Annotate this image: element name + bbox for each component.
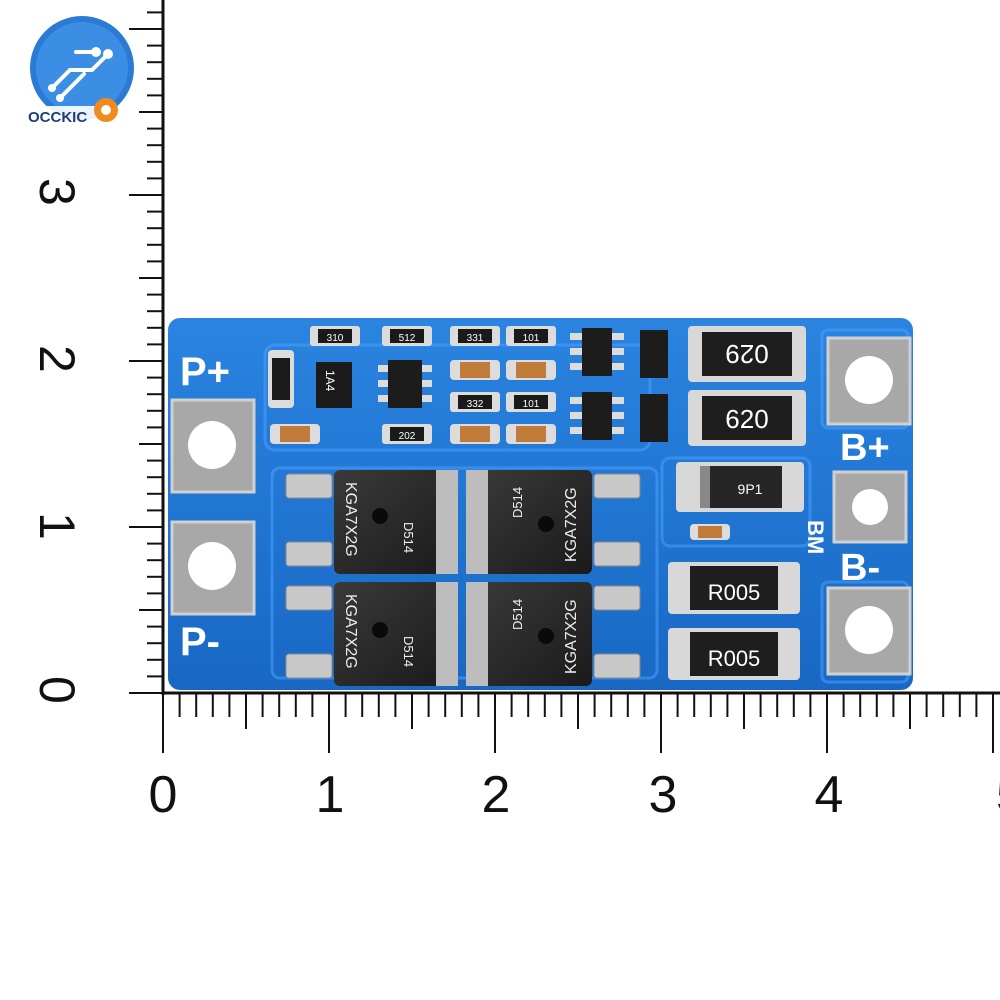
svg-text:331: 331 — [467, 333, 484, 344]
smd-resistor-202: 202 — [382, 424, 432, 444]
svg-text:KGA7X2G: KGA7X2G — [342, 482, 359, 557]
mosfet-leads — [285, 473, 641, 679]
mosfet-top-right: KGA7X2G D514 — [466, 470, 592, 574]
mosfet-bottom-left: KGA7X2G D514 — [334, 582, 458, 686]
pad-label-p-plus: P+ — [180, 350, 230, 394]
smd-resistor-101-mid: 101 — [506, 392, 556, 412]
pcb-board: P+ P- B+ BM B- 310 512 331 — [168, 318, 913, 690]
brand-logo: OCCKIC — [26, 16, 134, 126]
svg-text:029: 029 — [725, 339, 768, 369]
x-label-0: 0 — [149, 766, 178, 824]
svg-text:KGA7X2G: KGA7X2G — [563, 599, 580, 674]
smd-resistor-331: 331 — [450, 326, 500, 346]
svg-text:202: 202 — [399, 431, 416, 442]
svg-text:KGA7X2G: KGA7X2G — [563, 487, 580, 562]
mosfet-bottom-right: KGA7X2G D514 — [466, 582, 592, 686]
y-label-1: 1 — [29, 512, 85, 540]
svg-text:620: 620 — [725, 404, 768, 434]
shunt-resistor-2: R005 — [668, 628, 800, 680]
smd-resistor-101-top: 101 — [506, 326, 556, 346]
x-label-2: 2 — [482, 766, 511, 824]
fuse: 1A4 — [316, 362, 352, 408]
svg-text:9P1: 9P1 — [738, 481, 763, 497]
y-label-0: 0 — [29, 676, 85, 704]
x-label-4: 4 — [815, 766, 844, 824]
svg-text:310: 310 — [327, 333, 344, 344]
pad-label-b-minus: B- — [840, 547, 880, 589]
svg-text:512: 512 — [399, 333, 416, 344]
svg-text:D514: D514 — [401, 636, 416, 667]
pad-label-p-minus: P- — [180, 620, 220, 664]
svg-text:R005: R005 — [708, 580, 761, 605]
smd-diode-small — [268, 350, 294, 408]
svg-text:R005: R005 — [708, 646, 761, 671]
y-label-3: 3 — [29, 178, 85, 206]
x-label-1: 1 — [316, 766, 345, 824]
svg-text:101: 101 — [523, 399, 540, 410]
svg-text:KGA7X2G: KGA7X2G — [342, 594, 359, 669]
ic-chip-left — [378, 360, 432, 408]
svg-text:101: 101 — [523, 333, 540, 344]
big-resistor-620: 620 — [688, 390, 806, 446]
y-label-2: 2 — [29, 345, 85, 373]
big-resistor-029: 029 — [688, 326, 806, 382]
svg-text:D514: D514 — [510, 599, 525, 630]
pad-label-bm: BM — [803, 520, 828, 554]
smd-resistor-310: 310 — [310, 326, 360, 346]
shunt-resistor-1: R005 — [668, 562, 800, 614]
horizontal-ruler: 0 1 2 3 4 5 — [149, 691, 1000, 824]
smd-capacitor — [270, 360, 730, 540]
x-label-5: 5 — [996, 766, 1000, 824]
pad-label-b-plus: B+ — [840, 427, 890, 469]
brand-name: OCCKIC — [28, 109, 87, 126]
smd-transistor-pair — [640, 330, 668, 442]
svg-text:D514: D514 — [401, 522, 416, 553]
svg-text:1A4: 1A4 — [323, 370, 337, 392]
smd-resistor-332: 332 — [450, 392, 500, 412]
svg-text:332: 332 — [467, 399, 484, 410]
mosfet-top-left: KGA7X2G D514 — [334, 470, 458, 574]
diode: 9P1 — [676, 462, 804, 512]
ic-chip-top-right — [570, 328, 624, 376]
svg-text:D514: D514 — [510, 487, 525, 518]
smd-resistor-512: 512 — [382, 326, 432, 346]
ic-chip-bottom-right — [570, 392, 624, 440]
x-label-3: 3 — [649, 766, 678, 824]
